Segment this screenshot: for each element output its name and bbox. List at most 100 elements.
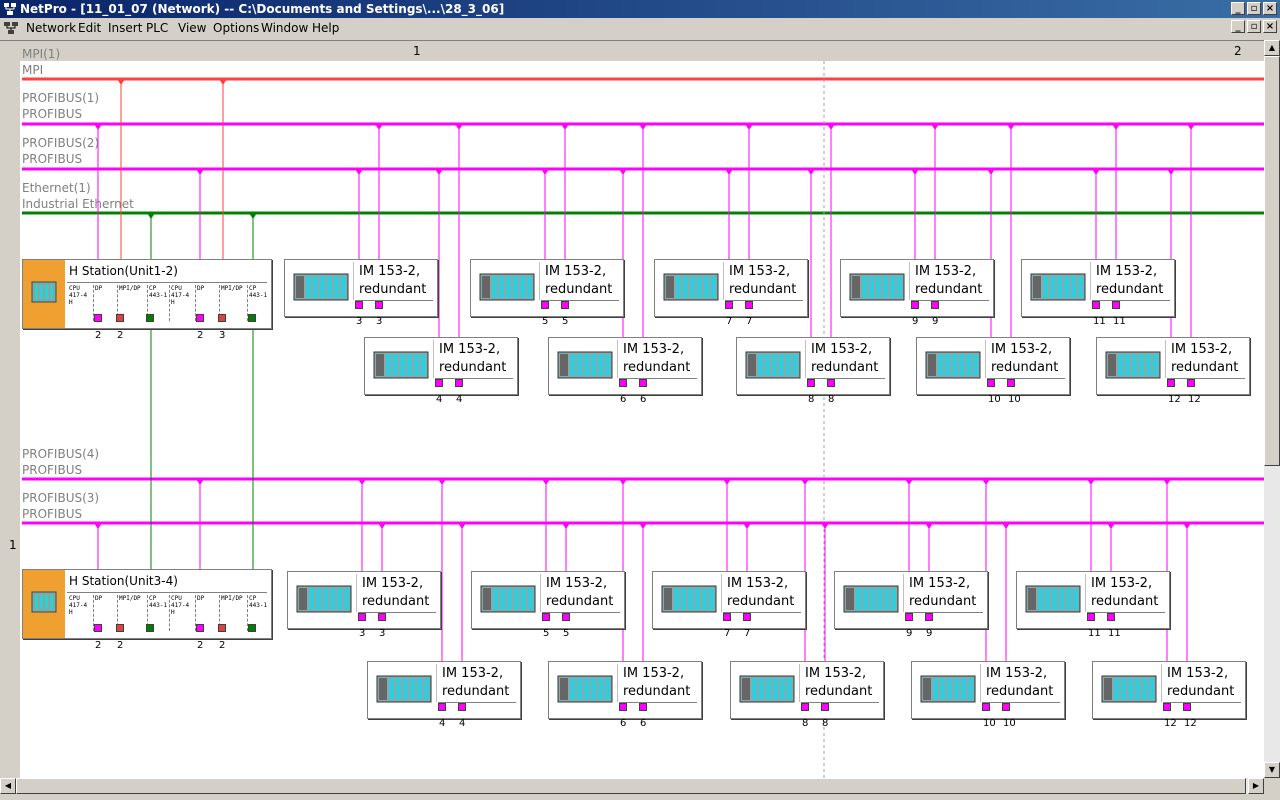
profibus-port[interactable] <box>1112 301 1120 309</box>
horizontal-scroll-thumb[interactable] <box>16 778 1246 794</box>
interface-port[interactable] <box>218 314 226 322</box>
profibus-port[interactable] <box>1187 379 1195 387</box>
net-label-profibus4[interactable]: PROFIBUS(4)PROFIBUS <box>22 446 99 478</box>
interface-port[interactable] <box>94 624 102 632</box>
restore-button[interactable]: ▫ <box>1247 2 1261 15</box>
im153-module[interactable]: IM 153-2,redundant <box>364 337 518 395</box>
profibus-port[interactable] <box>743 613 751 621</box>
profibus-port[interactable] <box>725 301 733 309</box>
interface-port[interactable] <box>196 314 204 322</box>
menu-insert[interactable]: Insert <box>108 21 143 35</box>
profibus-port[interactable] <box>639 379 647 387</box>
profibus-port[interactable] <box>355 301 363 309</box>
interface-port[interactable] <box>94 314 102 322</box>
profibus-port[interactable] <box>911 301 919 309</box>
im153-module[interactable]: IM 153-2,redundant <box>730 661 884 719</box>
im153-module[interactable]: IM 153-2,redundant <box>1021 259 1175 317</box>
profibus-port[interactable] <box>987 379 995 387</box>
net-label-profibus3[interactable]: PROFIBUS(3)PROFIBUS <box>22 490 99 522</box>
profibus-port[interactable] <box>1167 379 1175 387</box>
profibus-port[interactable] <box>458 703 466 711</box>
rack-slot[interactable]: CPU 417-4 H <box>171 285 190 306</box>
scroll-right-icon[interactable]: ▶ <box>1248 778 1264 794</box>
profibus-port[interactable] <box>925 613 933 621</box>
network-canvas[interactable]: 1 2 1 MPI(1)MPI PROFIBUS(1)PROFIBUS PROF… <box>0 40 1264 779</box>
rack-slot[interactable]: MPI/DP <box>221 595 243 602</box>
profibus-port[interactable] <box>1092 301 1100 309</box>
profibus-port[interactable] <box>723 613 731 621</box>
profibus-port[interactable] <box>982 703 990 711</box>
profibus-port[interactable] <box>801 703 809 711</box>
rack-slot[interactable]: CP 443-1 <box>149 595 168 609</box>
interface-port[interactable] <box>218 624 226 632</box>
profibus-port[interactable] <box>745 301 753 309</box>
im153-module[interactable]: IM 153-2,redundant <box>548 337 702 395</box>
document-network-icon[interactable] <box>3 21 19 35</box>
menu-options[interactable]: Options <box>213 21 260 35</box>
menu-view[interactable]: View <box>178 21 207 35</box>
im153-module[interactable]: IM 153-2,redundant <box>654 259 808 317</box>
minimize-button[interactable]: _ <box>1231 2 1245 15</box>
im153-module[interactable]: IM 153-2,redundant <box>470 259 624 317</box>
profibus-port[interactable] <box>619 703 627 711</box>
profibus-port[interactable] <box>561 301 569 309</box>
im153-module[interactable]: IM 153-2,redundant <box>287 571 441 629</box>
mdi-restore-button[interactable]: ▫ <box>1247 20 1261 33</box>
rack-slot[interactable]: DP <box>95 595 103 602</box>
profibus-port[interactable] <box>905 613 913 621</box>
profibus-port[interactable] <box>358 613 366 621</box>
im153-module[interactable]: IM 153-2,redundant <box>652 571 806 629</box>
interface-port[interactable] <box>116 624 124 632</box>
interface-port[interactable] <box>248 314 256 322</box>
profibus-port[interactable] <box>562 613 570 621</box>
rack-slot[interactable]: CP 443-1 <box>149 285 168 299</box>
profibus-port[interactable] <box>821 703 829 711</box>
profibus-port[interactable] <box>619 379 627 387</box>
mdi-minimize-button[interactable]: _ <box>1231 20 1245 33</box>
net-label-mpi1[interactable]: MPI(1)MPI <box>22 46 60 78</box>
profibus-port[interactable] <box>827 379 835 387</box>
rack-slot[interactable]: MPI/DP <box>119 285 141 292</box>
vertical-scroll-thumb[interactable] <box>1264 56 1280 466</box>
scroll-left-icon[interactable]: ◀ <box>0 778 16 794</box>
profibus-port[interactable] <box>541 301 549 309</box>
profibus-port[interactable] <box>1087 613 1095 621</box>
rack-slot[interactable]: CP 443-1 <box>249 285 268 299</box>
rack-slot[interactable]: CPU 417-4 H <box>69 595 88 616</box>
profibus-port[interactable] <box>435 379 443 387</box>
menu-network[interactable]: Network <box>26 21 77 35</box>
profibus-port[interactable] <box>542 613 550 621</box>
menu-window[interactable]: Window <box>261 21 309 35</box>
rack-slot[interactable]: CP 443-1 <box>249 595 268 609</box>
menu-plc[interactable]: PLC <box>146 21 169 35</box>
rack-slot[interactable]: DP <box>95 285 103 292</box>
horizontal-scrollbar[interactable]: ◀ ▶ <box>0 778 1264 794</box>
menu-edit[interactable]: Edit <box>78 21 102 35</box>
scroll-down-icon[interactable]: ▼ <box>1264 762 1280 778</box>
interface-port[interactable] <box>146 314 154 322</box>
close-button[interactable]: × <box>1263 2 1277 15</box>
net-label-profibus2[interactable]: PROFIBUS(2)PROFIBUS <box>22 135 99 167</box>
rack-slot[interactable]: DP <box>197 285 205 292</box>
profibus-port[interactable] <box>639 703 647 711</box>
menu-help[interactable]: Help <box>312 21 340 35</box>
profibus-port[interactable] <box>1163 703 1171 711</box>
interface-port[interactable] <box>196 624 204 632</box>
profibus-port[interactable] <box>1002 703 1010 711</box>
rack-slot[interactable]: CPU 417-4 H <box>171 595 190 616</box>
profibus-port[interactable] <box>375 301 383 309</box>
rack-slot[interactable]: MPI/DP <box>119 595 141 602</box>
rack-slot[interactable]: DP <box>197 595 205 602</box>
interface-port[interactable] <box>248 624 256 632</box>
interface-port[interactable] <box>116 314 124 322</box>
profibus-port[interactable] <box>378 613 386 621</box>
interface-port[interactable] <box>146 624 154 632</box>
profibus-port[interactable] <box>455 379 463 387</box>
vertical-scrollbar[interactable]: ▲ ▼ <box>1264 40 1280 778</box>
profibus-port[interactable] <box>931 301 939 309</box>
im153-module[interactable]: IM 153-2,redundant <box>916 337 1070 395</box>
im153-module[interactable]: IM 153-2,redundant <box>1092 661 1246 719</box>
profibus-port[interactable] <box>1107 613 1115 621</box>
net-label-profibus1[interactable]: PROFIBUS(1)PROFIBUS <box>22 90 99 122</box>
